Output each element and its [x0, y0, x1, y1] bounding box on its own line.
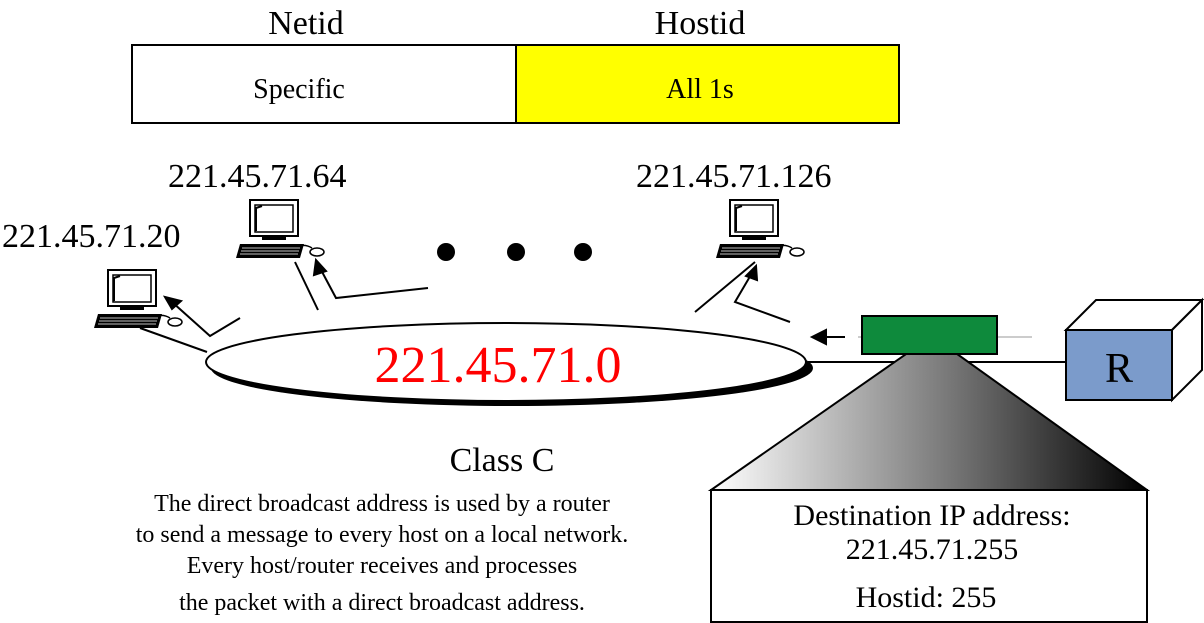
- callout-hostid: Hostid: 255: [856, 581, 997, 614]
- host-label-2: 221.45.71.64: [168, 158, 347, 195]
- description-line-3: Every host/router receives and processes: [187, 553, 578, 579]
- network-address: 221.45.71.0: [375, 337, 622, 394]
- computer-icon: [235, 199, 325, 259]
- description-line-1: The direct broadcast address is used by …: [154, 491, 610, 517]
- destination-callout-box: [710, 489, 1148, 623]
- host-label-1: 221.45.71.20: [2, 218, 181, 255]
- packet-icon: [861, 315, 998, 355]
- router-icon: [1063, 297, 1204, 403]
- host-label-3: 221.45.71.126: [636, 158, 832, 195]
- netid-value: Specific: [253, 74, 345, 105]
- netid-header: Netid: [268, 5, 344, 42]
- router-label: R: [1105, 346, 1133, 392]
- callout-destination-label: Destination IP address:: [793, 499, 1070, 532]
- network-ellipse: [205, 322, 807, 402]
- ellipsis-dot: [574, 243, 592, 261]
- broadcast-arrows: [162, 257, 845, 346]
- network-class-label: Class C: [450, 442, 555, 479]
- hostid-field: [515, 44, 900, 124]
- netid-field: [131, 44, 517, 124]
- host-links: [139, 261, 756, 353]
- description-line-4: the packet with a direct broadcast addre…: [179, 590, 585, 616]
- ellipsis-dot: [437, 243, 455, 261]
- description-line-2: to send a message to every host on a loc…: [136, 522, 629, 548]
- hostid-value: All 1s: [666, 74, 734, 105]
- callout-destination-address: 221.45.71.255: [846, 533, 1019, 566]
- computer-icon: [715, 199, 805, 259]
- ellipsis-dot: [507, 243, 525, 261]
- hostid-header: Hostid: [655, 5, 746, 42]
